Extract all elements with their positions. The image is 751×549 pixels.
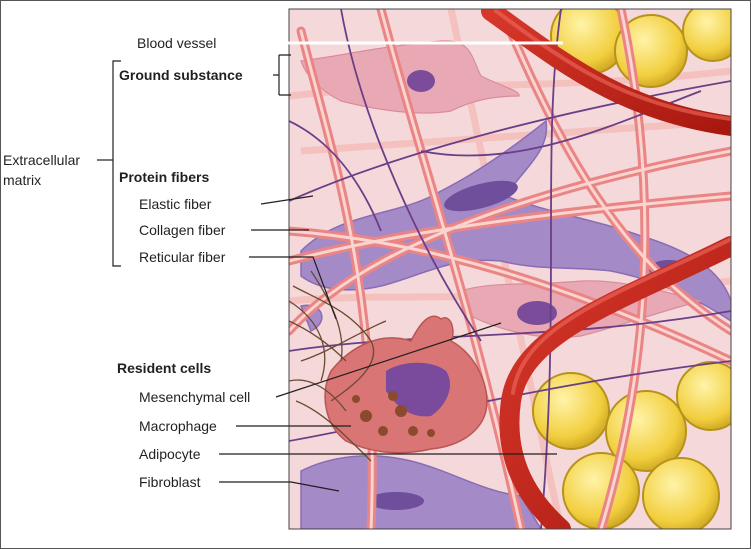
mesenchymal-cell-label: Mesenchymal cell [139,389,251,405]
fibroblast-label: Fibroblast [139,474,201,490]
macrophage [324,315,488,454]
leader-lines [97,41,563,492]
elastic-fiber-leader [260,195,314,205]
adipocyte-label: Adipocyte [139,446,201,462]
blood-vessel-label: Blood vessel [137,35,217,51]
blood-vessel [481,9,731,529]
extracellular-matrix-bracket [112,60,121,267]
extracellular-matrix-label-line2: matrix [3,172,42,188]
tissue-panel-border [288,8,732,530]
protein-fibers-label: Protein fibers [119,169,210,185]
fibroblast-leader [219,481,340,492]
resident-cells-label: Resident cells [117,360,212,376]
collagen-fiber-label: Collagen fiber [139,222,226,238]
ground-substance-label: Ground substance [119,67,243,83]
tissue-panel [289,9,731,529]
mesenchymal-nucleus [407,70,557,325]
ground-substance-bracket [273,54,291,96]
reticular-fiber-label: Reticular fiber [139,249,226,265]
macrophage-label: Macrophage [139,418,217,434]
reticular-fiber-leader [249,256,337,320]
mesenchymal-cell-leader [275,322,502,398]
extracellular-matrix-label-line1: Extracellular [3,152,81,168]
elastic-fiber-label: Elastic fiber [139,196,212,212]
